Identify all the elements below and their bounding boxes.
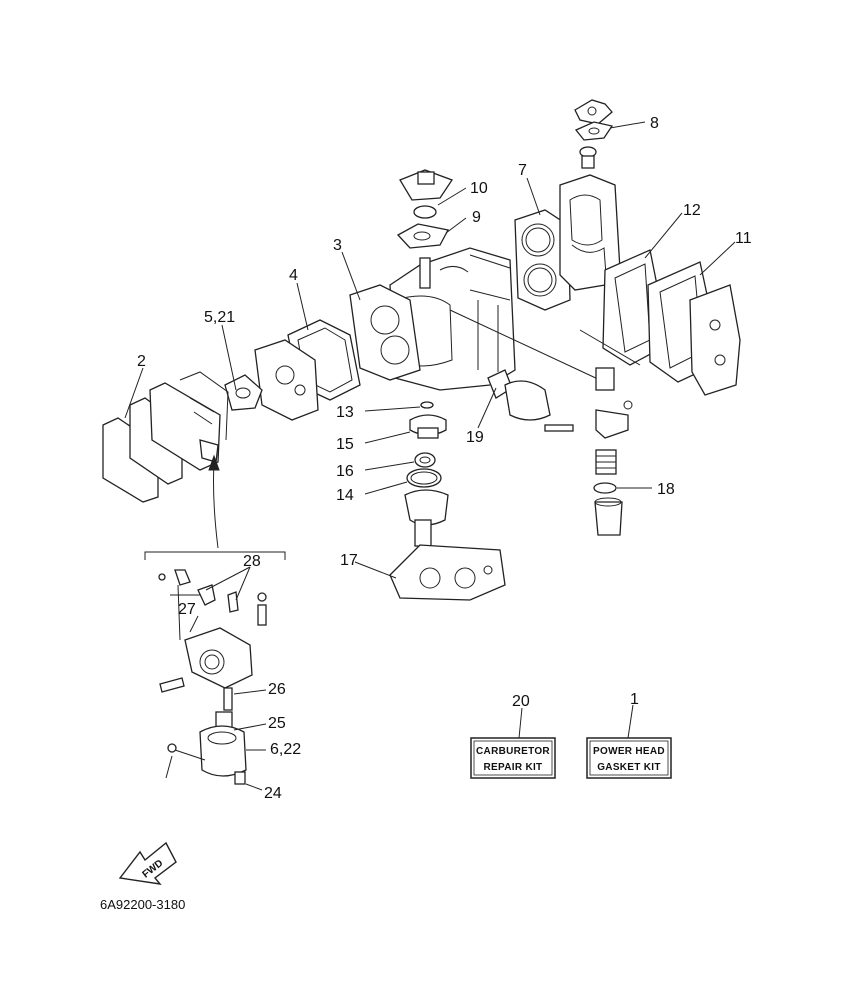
part-8-thermostat-cover [574,99,614,169]
crankcase-block [389,247,516,391]
callout-14: 14 [336,487,354,504]
carburetor-group [158,569,267,785]
part-11-gasket [647,261,741,396]
part-7-cylinder-head-gasket [514,209,571,311]
leader-3 [341,251,361,301]
powerhead-kit-line1: POWER HEAD [593,746,665,757]
callout-16: 16 [336,463,354,480]
callout-2: 2 [137,353,146,370]
carburetor-kit-line2: REPAIR KIT [484,762,543,773]
leader-10 [437,187,467,206]
power-head-gasket-kit-box: POWER HEAD GASKET KIT [586,737,672,779]
part-15-seal [409,414,447,439]
leader-27b [235,566,251,601]
cylinder-head [559,174,621,291]
leader-2 [124,367,144,419]
callout-5-21: 5,21 [204,309,235,326]
leader-7 [526,177,541,216]
assembly-line [449,309,601,381]
part-5-21-gasket [224,374,263,411]
leader-12 [644,212,683,259]
callout-10: 10 [470,180,488,197]
callout-3: 3 [333,237,342,254]
fuel-filter-assembly [595,367,633,475]
part-17-base-gasket [389,544,506,601]
leader-20 [518,707,523,739]
callout-15: 15 [336,436,354,453]
leader-24 [245,783,263,791]
leader-9 [445,217,467,234]
intake-plate [254,339,319,421]
callout-1: 1 [630,691,639,708]
callout-25: 26 [268,681,286,698]
powerhead-kit-line2: GASKET KIT [597,762,661,773]
callout-24: 24 [264,785,282,802]
leader-11 [699,241,736,276]
part-2-reed-valve [102,371,229,503]
leader-5-21 [221,324,237,391]
callout-18: 18 [657,481,675,498]
callout-19: 19 [466,429,484,446]
part-9-gasket [396,223,449,249]
callout-23: 25 [268,715,286,732]
callout-26: 27 [178,601,196,618]
callout-4: 4 [289,267,298,284]
leader-14 [364,481,408,495]
assembly-arrow [213,461,219,549]
callout-8: 8 [650,115,659,132]
callout-13: 13 [336,404,354,421]
leader-23 [233,723,267,731]
leader-17 [354,561,397,579]
part-14-oring [406,468,442,488]
callout-7: 7 [518,162,527,179]
part-18-oring [593,482,617,494]
drive-shaft-housing [404,489,449,547]
leader-27a [205,566,251,591]
leader-1 [627,704,634,739]
callout-17: 17 [340,552,358,569]
leader-15 [364,431,411,444]
carburetor-kit-line1: CARBURETOR [476,746,550,757]
callout-9: 9 [472,209,481,226]
group-bracket [144,551,286,560]
part-10-cover [399,169,453,219]
callout-11: 11 [735,230,752,247]
callout-27: 28 [243,553,261,570]
callout-12: 12 [683,202,701,219]
callout-20: 20 [512,693,530,710]
part-13-oring [420,401,434,409]
leader-4 [296,282,309,331]
assembly-arrow-head [208,454,220,471]
leader-25 [233,689,267,695]
leader-26 [189,615,199,633]
carburetor-repair-kit-box: CARBURETOR REPAIR KIT [470,737,556,779]
part-19-bracket [487,369,574,432]
part-3-exhaust-gasket [349,284,421,381]
part-code: 6A92200-3180 [100,897,185,912]
leader-13 [364,406,421,412]
part-16-bearing [414,452,436,468]
leader-28 [165,755,173,779]
callout-6-22: 6,22 [270,741,301,758]
assembly-line-2 [579,329,641,366]
leader-19 [477,387,497,429]
filter-cup [594,497,623,536]
leader-8 [609,121,646,129]
leader-16 [364,461,415,471]
fwd-arrow-icon: FWD [118,841,177,885]
